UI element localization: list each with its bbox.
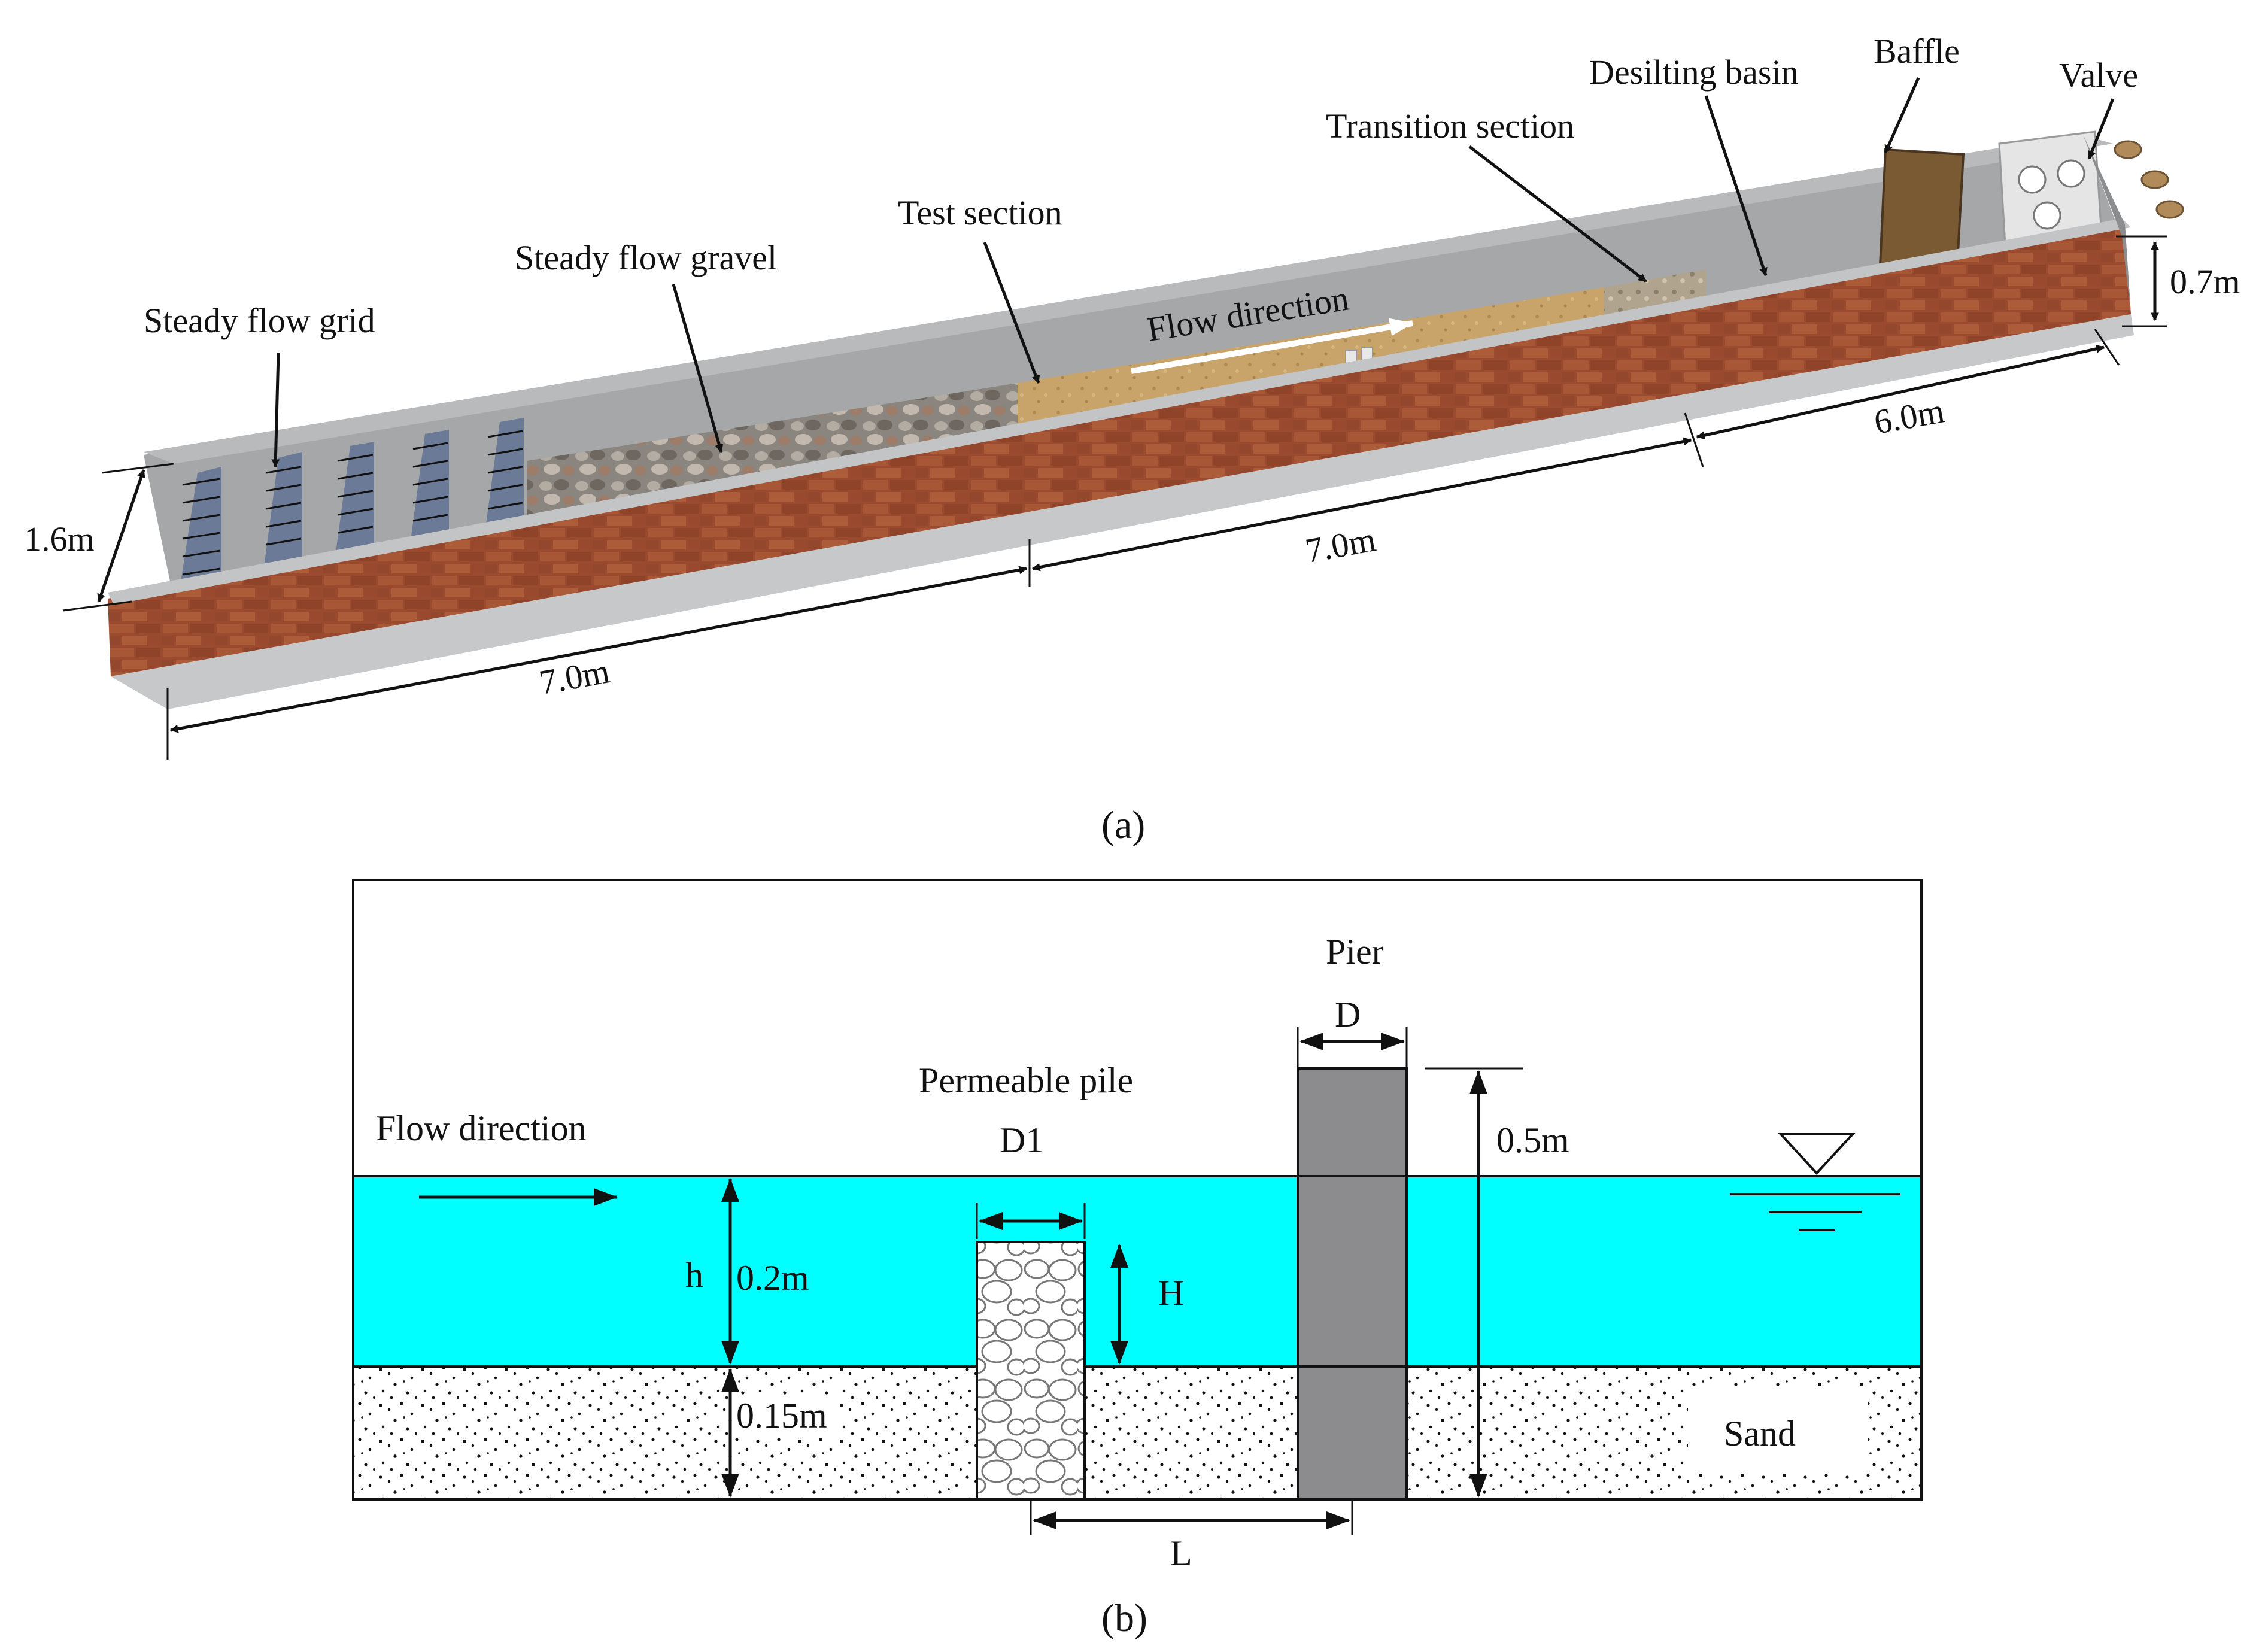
label-L: L xyxy=(1170,1533,1192,1573)
label-sand-depth: 0.15m xyxy=(736,1396,827,1435)
label-pier-height: 0.5m xyxy=(1496,1120,1569,1160)
label-water-depth: 0.2m xyxy=(736,1258,809,1298)
steady-flow-grids xyxy=(180,418,524,590)
dim-width-label: 1.6m xyxy=(24,520,95,558)
label-test-section: Test section xyxy=(898,193,1062,232)
grid-panel xyxy=(263,452,302,572)
label-desilting-basin: Desilting basin xyxy=(1589,53,1799,92)
sand-label-box xyxy=(1688,1389,1868,1472)
flow-direction-arrow-a xyxy=(1131,318,1414,374)
dim-length-1-line xyxy=(169,566,1028,733)
dim-width-tick xyxy=(62,600,132,612)
valve-opening xyxy=(2018,165,2047,194)
valve-wheel xyxy=(2155,200,2184,219)
dim-length-3-label: 6.0m xyxy=(1871,391,1947,441)
flume-end-wall xyxy=(2083,135,2131,314)
permeable-pile xyxy=(976,1241,1086,1501)
water-layer xyxy=(354,1176,1920,1366)
leader-baffle xyxy=(1884,77,1920,154)
panel-b: Flow direction h 0.2m 0.15m D1 Permeable… xyxy=(352,879,1923,1640)
label-steady-flow-gravel: Steady flow gravel xyxy=(515,238,777,277)
flow-direction-label-b: Flow direction xyxy=(376,1109,587,1148)
dim-length-3-line xyxy=(1696,344,2105,440)
sand-depth-label-box xyxy=(735,1395,840,1437)
label-valve: Valve xyxy=(2059,56,2138,95)
grid-panel xyxy=(335,442,374,557)
leader-steady-flow-grid xyxy=(271,353,280,468)
leader-test-section xyxy=(983,242,1040,384)
label-transition-section: Transition section xyxy=(1326,107,1574,145)
label-baffle: Baffle xyxy=(1874,32,1960,71)
pier xyxy=(1297,1067,1408,1501)
dim-length-2-line xyxy=(1031,437,1692,572)
label-H: H xyxy=(1158,1273,1184,1313)
water-level-symbol xyxy=(1730,1133,1900,1231)
caption-a: (a) xyxy=(1101,803,1145,847)
dim-height-label: 0.7m xyxy=(2170,262,2240,301)
leader-steady-flow-gravel xyxy=(672,284,724,453)
label-D: D xyxy=(1335,995,1361,1034)
dim-length-2-label: 7.0m xyxy=(1302,520,1379,570)
grid-panel xyxy=(180,467,221,590)
label-permeable-pile: Permeable pile xyxy=(919,1061,1133,1100)
leader-valve xyxy=(2087,98,2115,160)
flume-far-wall-top xyxy=(144,135,2113,464)
flume-near-wall-top xyxy=(108,218,2131,605)
label-h: h xyxy=(685,1255,703,1295)
leader-transition-section xyxy=(1468,145,1647,283)
leader-desilting-basin xyxy=(1704,95,1768,277)
valve-wheel xyxy=(2114,140,2142,159)
label-d1: D1 xyxy=(1000,1120,1043,1160)
dim-width-line xyxy=(97,469,145,603)
dim-tick xyxy=(1684,412,1704,467)
dim-tick xyxy=(2094,329,2120,366)
grid-panel xyxy=(410,430,449,545)
sand-layer xyxy=(354,1366,1920,1498)
label-sand: Sand xyxy=(1724,1414,1796,1453)
grid-panel xyxy=(485,418,524,533)
label-pier: Pier xyxy=(1326,932,1384,971)
valve-opening xyxy=(2057,159,2085,188)
valve-wheel xyxy=(2140,170,2169,189)
panel-a: Flow direction Steady flow grid Steady f… xyxy=(24,32,2240,847)
valve-opening xyxy=(2033,201,2061,230)
caption-b: (b) xyxy=(1101,1596,1147,1640)
label-steady-flow-grid: Steady flow grid xyxy=(144,301,375,340)
